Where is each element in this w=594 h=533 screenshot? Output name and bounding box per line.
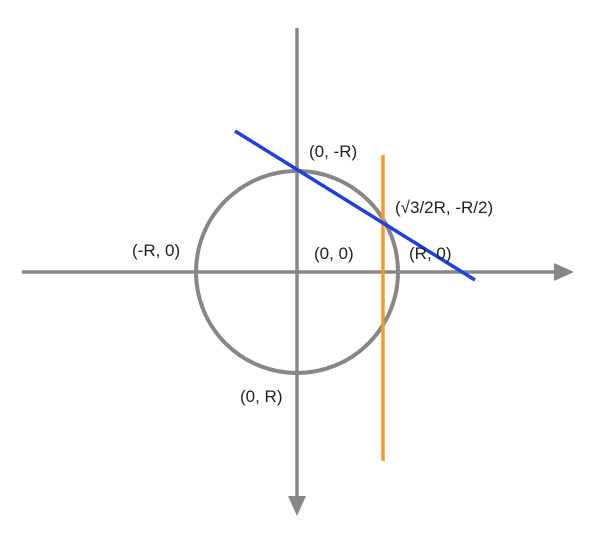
label-top: (0, -R)	[309, 142, 357, 161]
label-left: (-R, 0)	[132, 241, 180, 260]
label-origin: (0, 0)	[314, 244, 354, 263]
label-bottom: (0, R)	[240, 387, 283, 406]
y-axis-arrowhead	[288, 496, 306, 516]
secant-line	[234, 129, 476, 282]
label-intersection: (√3/2R, -R/2)	[395, 198, 493, 217]
x-axis-arrowhead	[554, 263, 574, 281]
label-right: (R, 0)	[409, 244, 452, 263]
